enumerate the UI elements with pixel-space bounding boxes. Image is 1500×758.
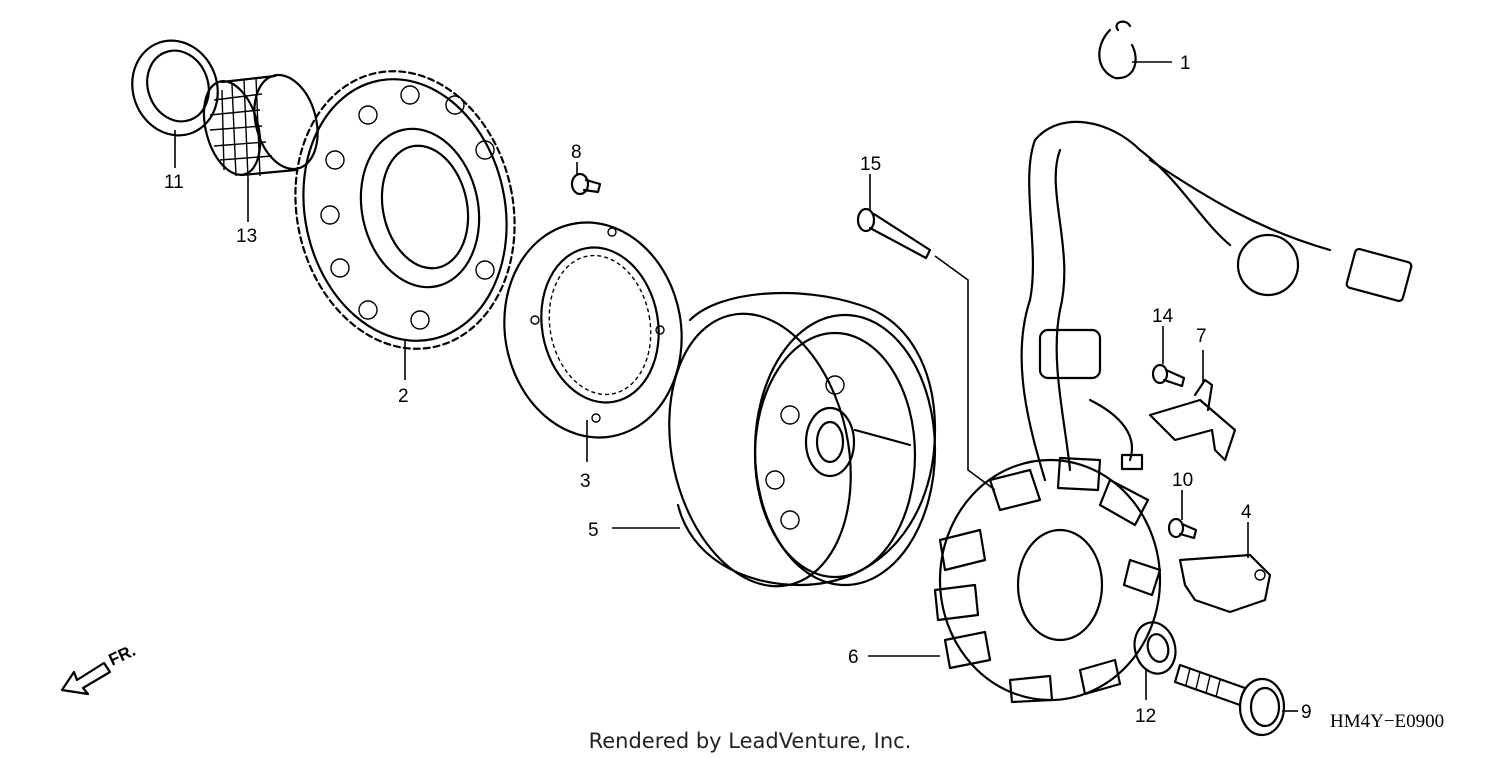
credit-text: Rendered by LeadVenture, Inc. (589, 729, 912, 753)
callout-labels: 1 2 3 4 5 6 7 8 9 10 11 12 13 14 15 (164, 53, 1312, 727)
diagram-code: HM4Y−E0900 (1330, 711, 1444, 732)
washer-part-12[interactable] (1129, 618, 1181, 679)
callout-9: 9 (1301, 702, 1312, 723)
callout-4: 4 (1241, 502, 1252, 523)
callout-12: 12 (1135, 706, 1156, 727)
callout-10: 10 (1172, 470, 1193, 491)
callout-2: 2 (398, 386, 409, 407)
callout-7: 7 (1196, 326, 1207, 347)
one-way-clutch-part-3[interactable] (488, 208, 699, 451)
svg-text:FR.: FR. (106, 641, 139, 670)
front-direction-arrow: FR. (60, 641, 139, 696)
callout-15: 15 (860, 154, 881, 175)
starter-driven-gear-part-2[interactable] (270, 51, 539, 370)
flange-bolt-part-9[interactable] (1173, 663, 1286, 737)
washer-part-11[interactable] (119, 29, 231, 148)
flywheel-part-5[interactable] (645, 291, 937, 603)
callout-11: 11 (164, 172, 184, 193)
callout-14: 14 (1152, 306, 1174, 327)
callout-3: 3 (580, 471, 591, 492)
callout-5: 5 (588, 520, 599, 541)
clip-part-1[interactable] (1098, 20, 1137, 80)
bracket-part-7[interactable] (1148, 378, 1237, 462)
bolt-part-14[interactable] (1151, 363, 1186, 388)
stator-part-6[interactable] (933, 120, 1413, 704)
bolt-part-10[interactable] (1167, 517, 1198, 540)
leader-lines (174, 61, 1298, 712)
callout-13: 13 (236, 226, 257, 247)
bolt-part-15[interactable] (856, 207, 932, 260)
callout-8: 8 (571, 142, 582, 163)
pulse-generator-part-4[interactable] (1178, 553, 1272, 614)
bolt-part-8[interactable] (570, 172, 602, 196)
callout-1: 1 (1180, 53, 1191, 74)
callout-6: 6 (848, 647, 859, 668)
